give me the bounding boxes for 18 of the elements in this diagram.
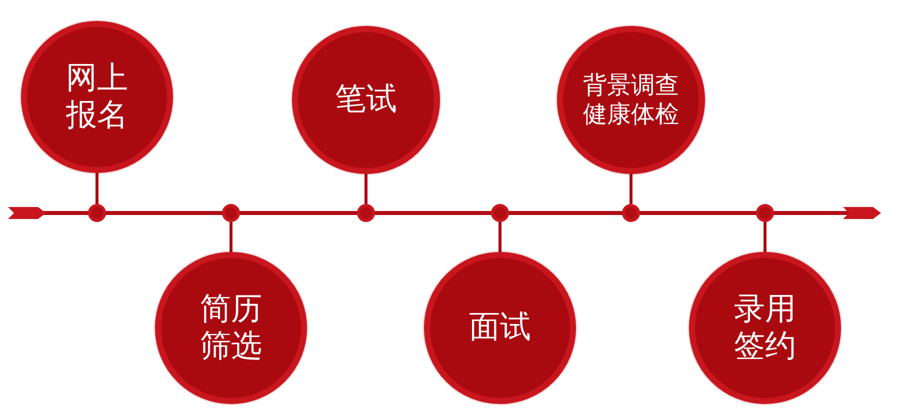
timeline-dot — [357, 204, 375, 222]
step-label: 面试 — [468, 309, 532, 347]
connector-line — [230, 222, 232, 252]
step-label: 背景调查健康体检 — [582, 71, 680, 129]
timeline-dot — [222, 204, 240, 222]
timeline-dot — [622, 204, 640, 222]
connector-line — [364, 174, 368, 204]
connector-line — [630, 174, 632, 204]
connector-line — [764, 222, 766, 252]
timeline-dot — [88, 204, 106, 222]
timeline-dot — [491, 204, 509, 222]
timeline-dot — [756, 204, 774, 222]
step-label: 录用签约 — [733, 290, 797, 366]
connector-line — [498, 222, 502, 252]
step-label: 笔试 — [334, 81, 398, 119]
step-label: 网上报名 — [65, 60, 129, 134]
step-label: 简历筛选 — [199, 290, 263, 366]
connector-line — [96, 173, 98, 204]
